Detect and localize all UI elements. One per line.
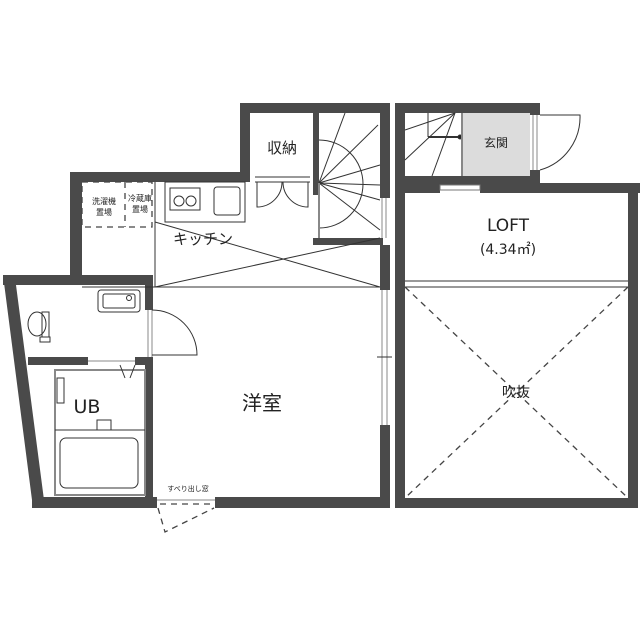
entrance-stairs: [404, 112, 463, 177]
unit-bath-label: UB: [74, 396, 101, 418]
toilet-door[interactable]: [147, 309, 198, 357]
west-room-window: [377, 290, 392, 425]
washer-space-label-1: 洗濯機: [92, 196, 116, 206]
entrance-label: 玄関: [484, 135, 508, 150]
storage-doors[interactable]: [255, 176, 310, 208]
atrium-cross: [404, 286, 629, 499]
storage-label: 収納: [267, 139, 297, 157]
loft-area-label: (4.34㎡): [480, 242, 536, 258]
stove: [169, 187, 201, 211]
washer-space-label-2: 置場: [96, 207, 112, 217]
burner-icon: [173, 195, 185, 207]
sliding-window[interactable]: [157, 499, 215, 533]
loft-label: LOFT: [487, 216, 530, 236]
sliding-window-label: すべり出し窓: [167, 484, 209, 493]
atrium-label: 吹抜: [502, 385, 530, 401]
spiral-staircase: [318, 112, 387, 238]
atrium-cross: [404, 286, 629, 499]
fridge-space-label-2: 置場: [132, 204, 148, 214]
unit-bath: [54, 360, 146, 496]
washer-space-box: [81, 181, 153, 228]
walls: [3, 103, 640, 508]
kitchen-counter: [164, 181, 246, 223]
kitchen-label: キッチン: [173, 230, 233, 248]
entrance-door[interactable]: [532, 114, 581, 171]
entrance-floor: [462, 113, 530, 178]
burner-icon: [185, 195, 197, 207]
toilet: [27, 289, 141, 343]
sink: [213, 186, 241, 216]
fridge-space-label-1: 冷蔵庫: [128, 193, 152, 203]
loft-top-window: [439, 184, 481, 191]
western-room-label: 洋室: [242, 391, 282, 415]
kitchen: [81, 181, 381, 288]
